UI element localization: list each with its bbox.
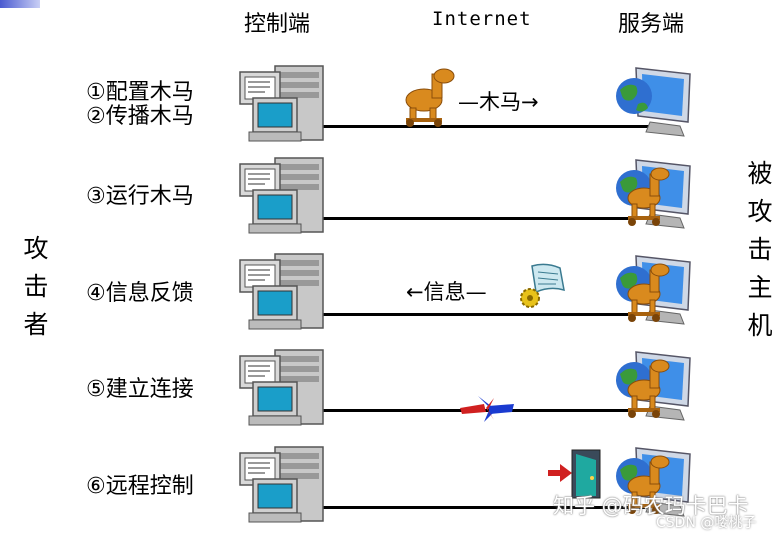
header-client: 控制端 bbox=[244, 12, 311, 37]
infected-server-icon bbox=[610, 344, 700, 424]
document-gear-icon bbox=[520, 263, 565, 308]
victim-char-5: 机 bbox=[747, 311, 773, 340]
trojan-horse-icon bbox=[405, 68, 455, 127]
connection-line-1 bbox=[300, 125, 660, 128]
zhihu-watermark: 知乎 @码农玛卡巴卡 bbox=[553, 494, 749, 518]
connection-line-3 bbox=[300, 313, 660, 316]
victim-char-4: 主 bbox=[747, 273, 773, 302]
header-internet: Internet bbox=[432, 8, 532, 30]
info-feedback-arrow-label: ←信息— bbox=[406, 280, 487, 304]
attacker-char-1: 攻 bbox=[23, 234, 49, 263]
client-computer-icon bbox=[239, 157, 324, 234]
attacker-char-2: 击 bbox=[23, 272, 49, 301]
trojan-send-arrow-label: —木马→ bbox=[458, 90, 539, 114]
trojan-horse-icon bbox=[627, 167, 670, 226]
step-run-trojan: ③运行木马 bbox=[86, 184, 194, 209]
header-server: 服务端 bbox=[618, 12, 685, 37]
connection-line-2 bbox=[300, 217, 660, 220]
victim-char-3: 击 bbox=[747, 235, 773, 264]
step-configure-trojan: ①配置木马 bbox=[86, 80, 194, 105]
client-computer-icon bbox=[239, 349, 324, 426]
remote-access-door-icon bbox=[548, 449, 601, 499]
infected-server-icon bbox=[615, 159, 691, 229]
step-info-feedback: ④信息反馈 bbox=[86, 281, 194, 306]
victim-char-2: 攻 bbox=[747, 197, 773, 226]
step-spread-trojan: ②传播木马 bbox=[86, 104, 194, 129]
victim-host-label: 被 攻 击 主 机 bbox=[744, 155, 776, 345]
server-computer-icon bbox=[616, 67, 691, 137]
corner-decoration bbox=[0, 0, 40, 8]
client-computer-icon bbox=[239, 446, 324, 523]
connection-link-icon bbox=[460, 396, 514, 422]
step-remote-control: ⑥远程控制 bbox=[86, 474, 194, 499]
connection-line-5 bbox=[300, 506, 660, 509]
client-computer-icon bbox=[239, 65, 324, 142]
client-computer-icon bbox=[239, 253, 324, 330]
attacker-char-3: 者 bbox=[23, 310, 49, 339]
csdn-watermark: CSDN @喽桃子 bbox=[656, 515, 757, 531]
victim-char-1: 被 bbox=[747, 159, 773, 188]
infected-server-icon bbox=[610, 248, 700, 328]
attacker-label: 攻 击 者 bbox=[20, 230, 52, 344]
step-establish-connection: ⑤建立连接 bbox=[86, 377, 194, 402]
